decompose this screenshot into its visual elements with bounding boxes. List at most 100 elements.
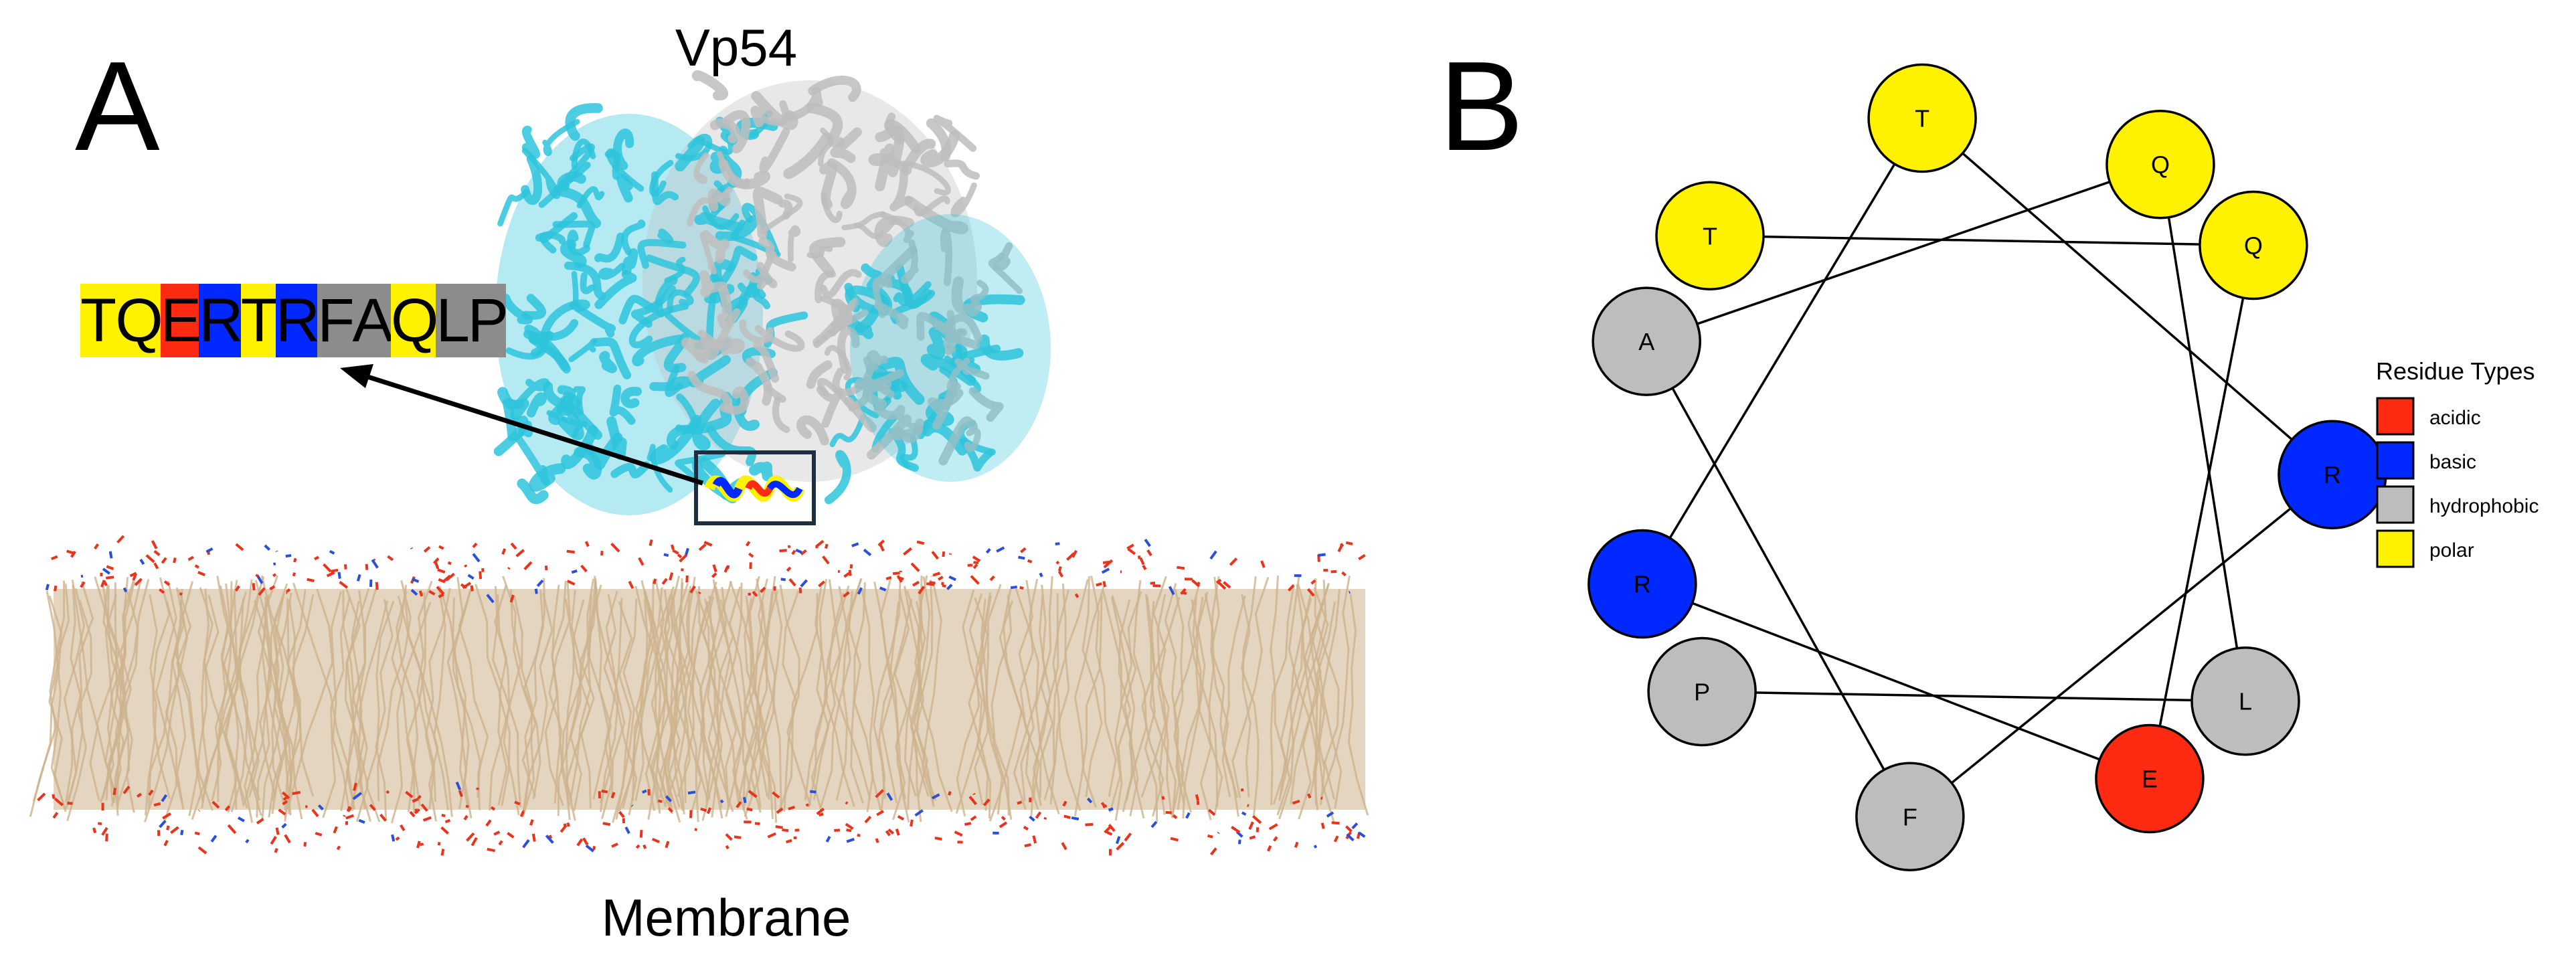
lipid-head [796,550,802,553]
lipid-head [846,824,853,828]
lipid-head [572,571,577,572]
lipid-head [1064,816,1071,818]
lipid-head [603,823,610,824]
lipid-head [346,816,354,818]
sequence-residue: T [80,284,115,357]
lipid-head [1062,843,1066,849]
wheel-residue-polar: T [1869,65,1976,172]
wheel-residue-letter: A [1638,328,1654,355]
lipid-head [721,800,723,802]
lipid-head [651,539,652,545]
lipid-head [1353,823,1357,828]
lipid-head [52,557,58,559]
sequence-residue: R [276,284,317,357]
lipid-head [817,541,824,547]
sequence-residue: A [352,284,390,357]
lipid-head [768,834,776,837]
lipid-head [932,551,938,559]
lipid-head [294,558,296,562]
pointer-arrowhead [340,364,373,388]
lipid-head [1017,802,1022,803]
lipid-head [926,584,934,585]
lipid-head [653,839,659,842]
lipid-head [54,812,58,818]
lipid-head [933,573,940,575]
lipid-head [106,834,107,842]
lipid-head [257,819,263,824]
lipid-head [1341,543,1343,546]
lipid-head [315,833,322,835]
lipid-head [387,791,389,792]
lipid-head [659,801,663,802]
wheel-residue-hydrophobic: F [1857,763,1964,870]
lipid-head [949,792,950,796]
wheel-residue-hydrophobic: A [1593,288,1700,395]
lipid-head [141,559,144,564]
lipid-head [1055,543,1060,544]
lipid-head [612,844,618,847]
lipid-head [1322,823,1324,829]
lipid-head [1335,836,1338,842]
lipid-head [912,563,919,572]
lipid-head [834,830,840,831]
lipid-head [439,546,444,549]
lipid-head [847,839,854,842]
wheel-residue-polar: Q [2200,191,2307,298]
legend-label: acidic [2429,407,2481,429]
sequence-residue: L [436,284,467,357]
legend-item-acidic: acidic [2377,398,2481,434]
lipid-head [499,841,502,845]
lipid-head [911,820,912,826]
lipid-head [701,809,707,811]
lipid-head [780,550,787,551]
lipid-head [1197,794,1198,800]
sequence-residue: E [161,284,199,357]
lipid-head [533,834,535,842]
lipid-head [991,576,994,580]
wheel-residue-polar: Q [2107,111,2214,218]
legend-swatch [2377,487,2413,523]
lipid-head [1250,822,1253,829]
lipid-head [55,586,56,591]
lipid-head [487,849,495,851]
lipid-head [947,585,952,590]
lipid-head [971,816,976,820]
protein-ribbon [614,465,646,474]
lipid-head [1152,822,1156,827]
lipid-head [331,570,338,572]
lipid-head [198,572,205,575]
lipid-head [531,820,533,826]
lipid-head [747,809,752,810]
lipid-head [664,554,669,555]
legend-title: Residue Types [2376,357,2535,385]
lipid-head [893,573,900,574]
lipid-head [857,835,860,836]
lipid-head [507,833,513,838]
lipid-head [199,847,206,853]
lipid-head [294,573,295,576]
lipid-head [986,549,990,553]
lipid-head [782,830,788,831]
lipid-head [974,562,979,563]
lipid-head [1021,548,1025,552]
lipid-head [806,804,808,806]
lipid-head [1346,826,1351,832]
lipid-head [1148,550,1151,555]
lipid-head [1250,837,1255,839]
lipid-head [339,572,340,579]
legend-label: basic [2429,451,2476,473]
lipid-head [727,565,728,569]
lipid-head [401,825,404,831]
lipid-head [602,791,608,792]
lipid-head [578,839,582,846]
lipid-head [238,818,244,821]
lipid-head [47,584,48,590]
membrane-label: Membrane [602,888,851,947]
lipid-head [620,812,624,817]
protein-ribbon [754,467,768,476]
protein-ribbon [756,110,761,122]
lipid-head [436,561,438,569]
lipid-head [95,544,98,549]
vp54-protein [495,75,1051,515]
lipid-head [626,827,629,833]
